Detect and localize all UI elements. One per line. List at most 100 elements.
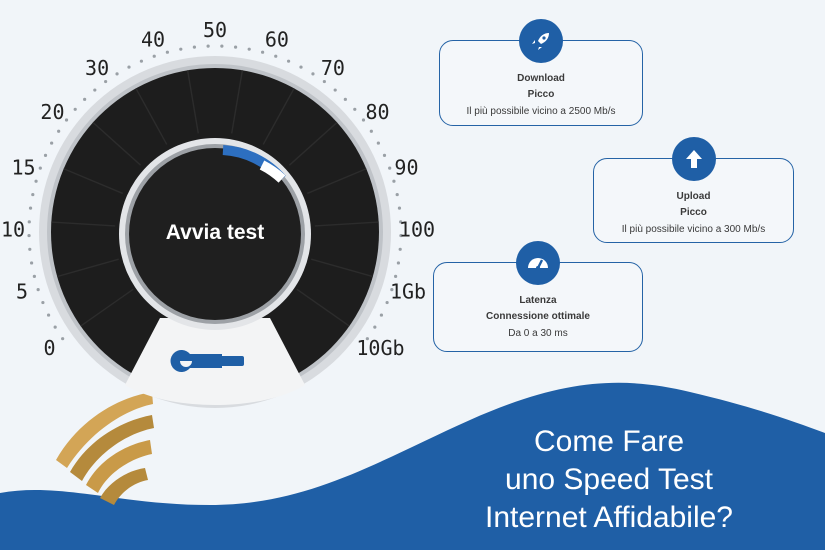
scale-dot xyxy=(396,261,401,265)
dial-sector-line xyxy=(51,221,116,227)
scale-dot xyxy=(392,179,396,183)
gauge-scale-labels: 0 5 10 15 20 30 40 50 60 70 80 90 100 1Gb 10Gb xyxy=(1,18,435,360)
scale-label: 30 xyxy=(85,56,109,80)
card-detail: Il più possibile vicino a 300 Mb/s xyxy=(621,224,766,235)
scale-label: 10 xyxy=(1,217,25,241)
scale-dot xyxy=(233,45,238,49)
upload-card: Upload Picco Il più possibile vicino a 3… xyxy=(593,137,794,243)
scale-dot xyxy=(165,50,169,54)
dial-sector-line xyxy=(314,221,379,227)
scale-dot xyxy=(28,247,32,251)
scale-dot xyxy=(390,288,394,292)
banner-title: Come Fare uno Speed Test Internet Affida… xyxy=(439,423,779,537)
scale-dot xyxy=(34,179,38,183)
scale-dot xyxy=(365,337,369,341)
scale-label: 50 xyxy=(203,18,227,42)
scale-label: 40 xyxy=(141,28,165,52)
speedometer-icon xyxy=(516,241,560,285)
dial-sector-line xyxy=(296,288,350,327)
dial-sector-line xyxy=(311,258,374,278)
dial-sector-line xyxy=(262,88,295,145)
wifi-icon xyxy=(56,392,154,505)
scale-dot xyxy=(361,118,366,122)
scale-dot xyxy=(385,300,389,305)
start-test-label[interactable]: Avvia test xyxy=(165,221,265,244)
scale-label: 10Gb xyxy=(356,336,404,360)
scale-dot xyxy=(247,47,251,51)
scale-dot xyxy=(27,220,31,224)
scale-label: 70 xyxy=(321,56,345,80)
scale-dot xyxy=(206,44,210,48)
scale-dot xyxy=(61,337,65,341)
scale-dot xyxy=(179,47,183,51)
scale-dot xyxy=(29,261,34,265)
scale-dot xyxy=(36,288,40,292)
scale-dot xyxy=(299,65,303,69)
scale-dot xyxy=(373,325,377,329)
dial-sector-line xyxy=(135,88,168,145)
dial-sector-line xyxy=(92,121,142,166)
scale-dot xyxy=(286,59,291,63)
card-detail: Il più possibile vicino a 2500 Mb/s xyxy=(466,106,616,117)
scale-dot xyxy=(83,97,87,101)
scale-label: 60 xyxy=(265,28,289,52)
scale-dot xyxy=(127,65,131,69)
scale-dot xyxy=(388,166,392,170)
scale-dot xyxy=(322,79,326,84)
card-title: Upload xyxy=(676,191,711,202)
scale-label: 20 xyxy=(40,100,64,124)
dial-sector-line xyxy=(288,121,338,166)
download-card: Download Picco Il più possibile vicino a… xyxy=(439,19,643,126)
arrow-up-icon xyxy=(671,137,716,181)
scale-label: 90 xyxy=(394,156,418,180)
start-button[interactable] xyxy=(129,148,301,320)
scale-dot xyxy=(274,54,278,58)
banner-title-line: Come Fare xyxy=(533,425,685,458)
card-detail: Da 0 a 30 ms xyxy=(508,328,568,339)
scale-dot xyxy=(398,247,402,251)
dial-sector-line xyxy=(56,258,119,278)
scale-dot xyxy=(379,313,384,317)
card-title: Latenza xyxy=(519,295,557,306)
scale-dot xyxy=(115,72,119,76)
scale-dot xyxy=(28,206,33,210)
scale-dot xyxy=(50,141,54,145)
dial-sector-line xyxy=(80,288,134,327)
scale-label: 100 xyxy=(399,217,435,241)
scale-dot xyxy=(399,220,403,224)
scale-dot xyxy=(139,59,144,63)
card-subtitle: Picco xyxy=(527,89,555,100)
card-title: Download xyxy=(517,73,565,84)
scale-label: 1Gb xyxy=(390,280,426,304)
banner-title-line: Internet Affidabile? xyxy=(485,501,733,534)
scale-dot xyxy=(27,233,31,238)
scale-dot xyxy=(73,107,77,111)
scale-dot xyxy=(64,118,69,122)
scale-dot xyxy=(192,45,197,49)
scale-dot xyxy=(399,233,403,238)
scale-dot xyxy=(394,274,398,279)
scale-dot xyxy=(43,153,48,157)
banner-title-line: uno Speed Test xyxy=(505,463,713,496)
scale-dot xyxy=(93,88,97,92)
scale-dot xyxy=(57,129,61,133)
scale-dot xyxy=(343,97,347,101)
scale-dot xyxy=(38,166,42,170)
scale-dot xyxy=(31,192,35,197)
scale-label: 15 xyxy=(11,156,35,180)
card-subtitle: Picco xyxy=(680,207,707,218)
scale-dot xyxy=(261,50,265,54)
latency-card: Latenza Connessione ottimale Da 0 a 30 m… xyxy=(433,241,643,352)
scale-dot xyxy=(311,72,315,76)
gauge-sectors xyxy=(51,70,379,327)
rocket-icon xyxy=(519,19,563,63)
scale-label: 0 xyxy=(44,336,56,360)
scale-dot xyxy=(152,54,156,58)
scale-label: 80 xyxy=(365,100,389,124)
scale-dot xyxy=(220,44,224,48)
scale-label: 5 xyxy=(16,280,28,304)
scale-dot xyxy=(104,79,108,84)
scale-dot xyxy=(369,129,373,133)
dial-sector-line xyxy=(63,168,124,195)
